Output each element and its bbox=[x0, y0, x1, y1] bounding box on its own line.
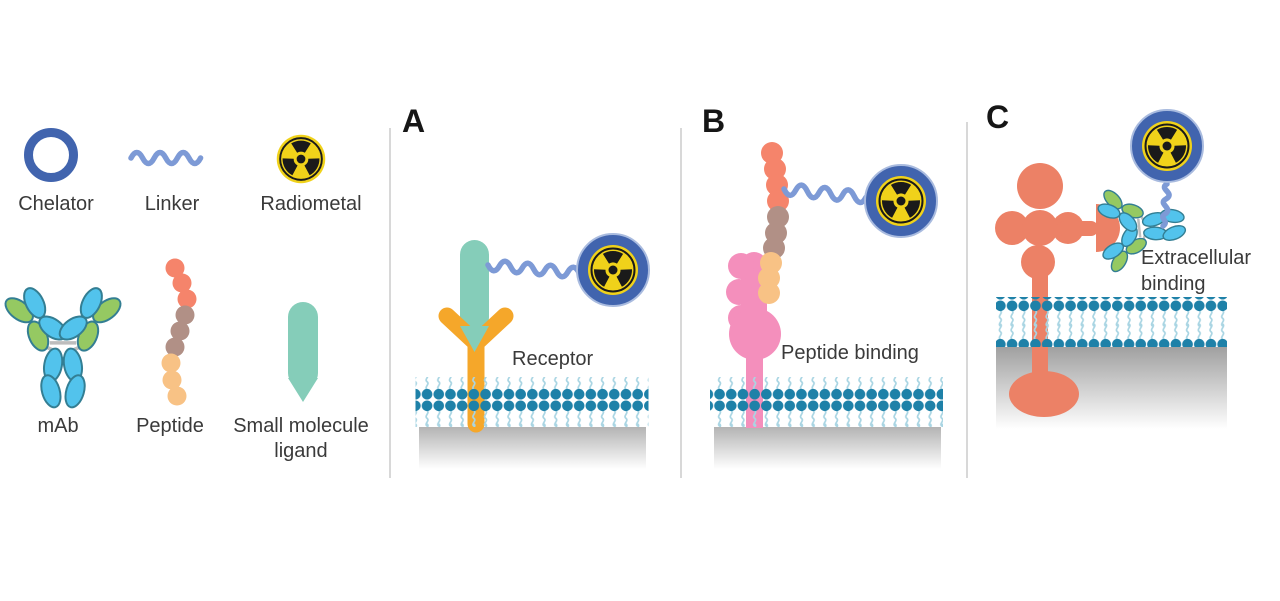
peptide-chain-icon bbox=[161, 258, 197, 406]
panel-a-annotation: Receptor bbox=[512, 348, 594, 370]
radiometal-chelator-icon bbox=[577, 234, 649, 306]
receptor-salmon-icon bbox=[995, 163, 1120, 417]
cell-membrane bbox=[415, 377, 649, 427]
peptide-chain bbox=[758, 142, 789, 304]
legend-label-chelator: Chelator bbox=[18, 193, 94, 215]
panel-c-graphic bbox=[995, 110, 1227, 429]
membrane-shadow bbox=[714, 427, 941, 469]
linker-wave bbox=[485, 258, 582, 280]
legend-label-mab: mAb bbox=[37, 415, 79, 437]
legend-label-radiometal: Radiometal bbox=[260, 193, 362, 215]
linker-wave-icon bbox=[128, 149, 204, 167]
panel-c-annotation: Extracellular binding bbox=[1141, 247, 1252, 295]
panel-b-letter: B bbox=[702, 103, 726, 139]
linker-wave bbox=[1160, 181, 1172, 229]
panel-a-letter: A bbox=[402, 103, 426, 139]
panel-b-annotation: Peptide binding bbox=[781, 342, 919, 364]
cell-membrane bbox=[996, 297, 1227, 347]
small-molecule-icon bbox=[288, 302, 318, 402]
legend-graphics bbox=[0, 128, 326, 410]
panel-b-graphic bbox=[710, 142, 943, 469]
legend-label-linker: Linker bbox=[144, 193, 200, 215]
small-molecule-ligand-tip bbox=[460, 326, 489, 352]
panel-dividers bbox=[389, 122, 968, 478]
radiometal-icon bbox=[277, 135, 326, 184]
radiometal-chelator-icon bbox=[1131, 110, 1203, 182]
membrane-shadow bbox=[419, 427, 646, 469]
chelator-ring-icon bbox=[24, 128, 78, 182]
panel-a-graphic bbox=[415, 234, 650, 469]
legend-label-small-molecule: Small molecule ligand bbox=[233, 415, 369, 462]
radiometal-chelator-icon bbox=[865, 165, 937, 237]
legend-label-peptide: Peptide bbox=[136, 415, 204, 437]
cell-membrane bbox=[710, 377, 943, 427]
small-molecule-ligand-body bbox=[460, 240, 489, 332]
linker-wave bbox=[781, 182, 869, 206]
panel-c-letter: C bbox=[986, 99, 1010, 135]
mab-icon bbox=[0, 278, 129, 409]
